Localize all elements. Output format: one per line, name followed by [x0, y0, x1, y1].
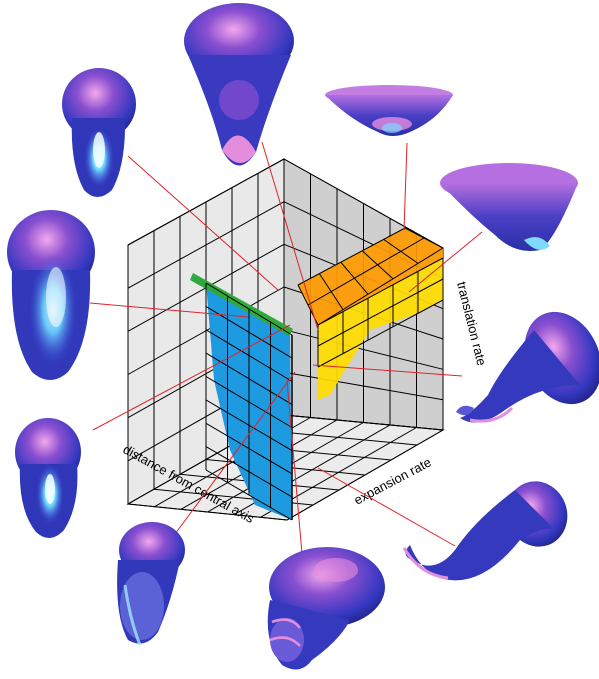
grid-line: [283, 414, 444, 431]
connector-line: [286, 379, 303, 555]
connector-line: [127, 155, 279, 291]
region-grid-line: [205, 282, 293, 336]
flat-disc-shell: [325, 85, 453, 136]
region-grid-line: [317, 247, 444, 326]
wide-funnel-shell: [440, 163, 578, 251]
connector-line: [89, 302, 249, 318]
region-grid-line: [205, 329, 293, 382]
region-grid-line: [205, 446, 293, 498]
connector-lines: [89, 141, 483, 555]
bell-shell: [184, 3, 294, 166]
region-grid-line: [297, 227, 406, 286]
region-orange: [298, 228, 443, 325]
grid-line: [283, 371, 444, 401]
connector-line: [312, 364, 463, 377]
trumpet-spiral-shell: [456, 311, 599, 423]
region-grid-line: [205, 376, 293, 428]
connector-line: [174, 371, 296, 535]
grid-line: [286, 429, 444, 521]
region-grid-line: [205, 399, 293, 452]
region-grid-line: [317, 257, 444, 326]
elongated-tube-shell: [7, 210, 95, 380]
connector-line: [92, 324, 291, 431]
connector-line: [403, 142, 408, 231]
region-grid-line: [205, 469, 293, 521]
connector-line: [261, 141, 319, 331]
region-grid-line: [317, 299, 444, 368]
region-grid-line: [205, 422, 293, 475]
connector-line: [408, 231, 483, 293]
region-yellow: [318, 258, 443, 400]
conch-shell: [267, 547, 385, 670]
morphospace-cube: [126, 158, 445, 521]
connector-line: [317, 467, 456, 547]
region-grid-line: [317, 278, 444, 347]
region-grid-line: [307, 237, 425, 306]
axis-label-z: translation rate: [454, 280, 489, 367]
horn-spiral-shell: [402, 481, 568, 581]
cylinder-shell: [117, 522, 185, 646]
tall-coiled-shell: [62, 68, 136, 197]
short-coiled-shell: [15, 418, 81, 539]
